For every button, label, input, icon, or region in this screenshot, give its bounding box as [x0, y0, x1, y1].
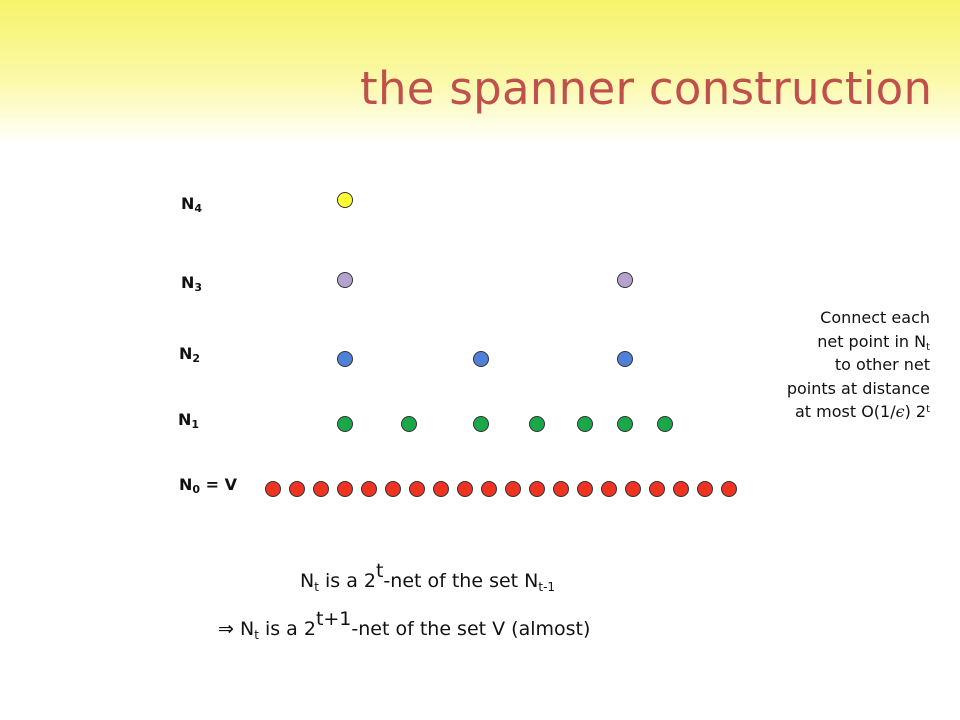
note-subscript: t [926, 341, 930, 353]
level-subscript: 3 [194, 281, 203, 294]
net-point-n0 [625, 481, 641, 497]
net-point-n0 [673, 481, 689, 497]
stmt-subscript: t-1 [538, 580, 556, 594]
epsilon-symbol: ϵ [895, 402, 905, 421]
net-point-n0 [265, 481, 281, 497]
net-point-n1 [401, 416, 417, 432]
net-point-n0 [481, 481, 497, 497]
net-point-n1 [617, 416, 633, 432]
stmt-subscript: t [314, 580, 319, 594]
implies-icon: ⇒ [218, 618, 234, 640]
net-point-n1 [577, 416, 593, 432]
net-point-n0 [289, 481, 305, 497]
level-letter: N [179, 475, 193, 494]
level-letter: N [178, 410, 192, 429]
level-letter: N [179, 344, 193, 363]
level-subscript: 1 [191, 418, 200, 431]
level-label-n0: N0 = V [179, 475, 237, 496]
level-letter: N [181, 273, 195, 292]
net-point-n2 [473, 351, 489, 367]
title-banner [0, 0, 960, 145]
stmt-text: is a 2 [258, 618, 316, 640]
note-line: Connect each [820, 308, 930, 327]
net-point-n3 [617, 272, 633, 288]
note-superscript: t [926, 404, 930, 415]
net-point-n0 [361, 481, 377, 497]
stmt-text: -net of the set V (almost) [351, 618, 591, 640]
net-point-n0 [337, 481, 353, 497]
net-statement: Nt is a 2t-net of the set Nt-1 [300, 562, 556, 594]
net-point-n0 [385, 481, 401, 497]
level-label-n2: N2 [179, 344, 201, 365]
net-point-n0 [409, 481, 425, 497]
net-point-n0 [697, 481, 713, 497]
net-point-n1 [337, 416, 353, 432]
note-text: net point in N [817, 331, 927, 351]
net-point-n1 [529, 416, 545, 432]
net-point-n0 [313, 481, 329, 497]
stmt-superscript: t+1 [315, 608, 352, 630]
net-point-n3 [337, 272, 353, 288]
level-label-n4: N4 [181, 194, 203, 215]
stmt-text: is a 2 [318, 570, 376, 592]
note-line: to other net [834, 355, 930, 374]
level-letter: N [181, 194, 195, 213]
note-line: net point in Nt [787, 330, 930, 354]
stmt-superscript: t [375, 560, 384, 582]
stmt-subscript: t [254, 628, 259, 642]
net-point-n0 [649, 481, 665, 497]
stmt-text: N [233, 618, 255, 640]
level-suffix: = V [200, 475, 237, 494]
net-point-n0 [529, 481, 545, 497]
net-point-n0 [577, 481, 593, 497]
connection-note: Connect each net point in Nt to other ne… [787, 306, 930, 424]
level-label-n1: N1 [178, 410, 200, 431]
note-line: at most O(1/ϵ) 2t [787, 400, 930, 424]
level-subscript: 2 [192, 352, 201, 365]
net-point-n0 [721, 481, 737, 497]
slide-title: the spanner construction [360, 62, 933, 115]
level-label-n3: N3 [181, 273, 203, 294]
net-point-n0 [505, 481, 521, 497]
net-point-n0 [457, 481, 473, 497]
stmt-text: N [300, 570, 315, 592]
net-point-n0 [601, 481, 617, 497]
net-point-n2 [617, 351, 633, 367]
net-point-n4 [337, 192, 353, 208]
note-text: at most O(1/ [794, 402, 896, 421]
note-text: ) 2 [904, 402, 927, 421]
note-line: points at distance [786, 378, 930, 398]
net-point-n2 [337, 351, 353, 367]
implication-statement: ⇒ Nt is a 2t+1-net of the set V (almost) [218, 610, 591, 642]
stmt-text: -net of the set N [383, 570, 539, 592]
level-subscript: 4 [194, 202, 203, 215]
net-point-n1 [473, 416, 489, 432]
net-point-n0 [553, 481, 569, 497]
net-point-n0 [433, 481, 449, 497]
level-subscript: 0 [192, 483, 201, 496]
net-point-n1 [657, 416, 673, 432]
